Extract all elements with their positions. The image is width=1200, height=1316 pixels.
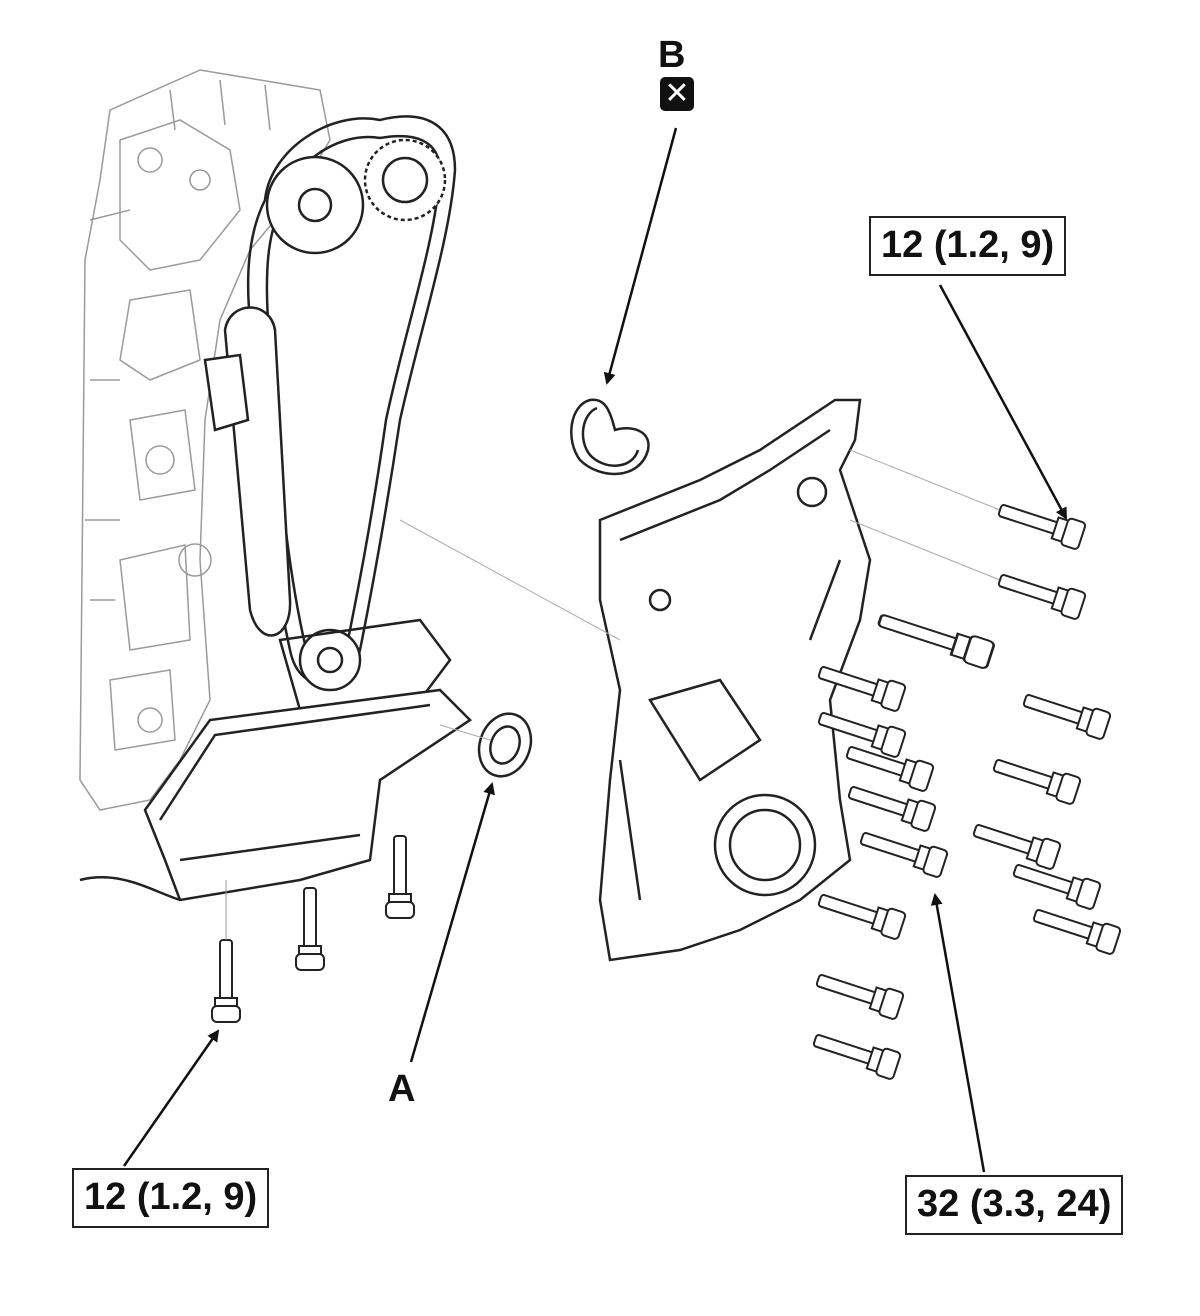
leader-lower-right-spec [930,893,986,1173]
torque-spec-cover-bolts: 32 (3.3, 24) [905,1175,1124,1235]
oil-pan [79,688,472,902]
leader-lines [122,127,1068,1173]
alignment-lines [399,449,1001,741]
torque-spec-upper: 12 (1.2, 9) [869,216,1067,276]
label-b: B [658,34,686,76]
o-ring [570,398,650,476]
replace-part-icon: ✕ [660,77,694,111]
timing-chain-assembly [203,115,457,712]
engine-block [79,69,331,811]
timing-chain-case [598,398,872,962]
leader-b [603,127,678,385]
leader-upper-spec [938,284,1068,520]
leader-a [409,782,495,1063]
leader-lower-left-spec [122,1029,220,1167]
torque-spec-oil-pan: 12 (1.2, 9) [72,1168,270,1228]
label-a: A [388,1068,416,1110]
crankshaft-oil-seal [477,712,533,778]
